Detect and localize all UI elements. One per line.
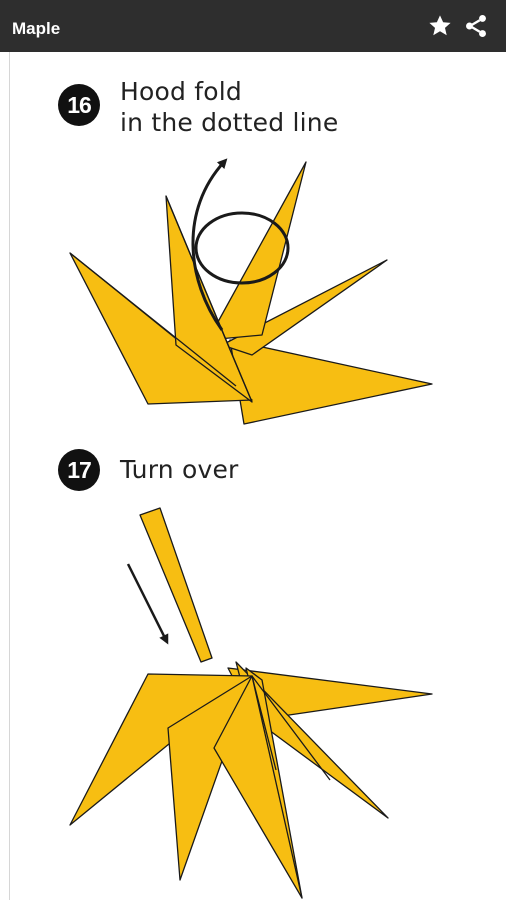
step-16-line1: Hood fold xyxy=(120,77,242,106)
paper-flap xyxy=(207,161,307,341)
step-17-line1: Turn over xyxy=(120,455,239,484)
app-bar: Maple xyxy=(0,0,506,52)
step-instruction-line1: Hood fold xyxy=(120,76,242,107)
star-icon xyxy=(429,15,451,36)
favorite-button[interactable] xyxy=(422,8,458,44)
paper-flap xyxy=(213,675,303,899)
paper-stem xyxy=(139,507,213,663)
step-17-figure xyxy=(69,507,433,899)
fold-arrow xyxy=(191,158,228,331)
step-instruction-line1: Turn over xyxy=(120,454,239,485)
share-button[interactable] xyxy=(458,8,494,44)
app-title: Maple xyxy=(12,19,61,38)
fold-line xyxy=(251,675,331,781)
share-icon xyxy=(466,14,486,38)
fold-line xyxy=(69,252,237,387)
step-number-badge: 16 xyxy=(58,84,100,126)
step-instruction-line2: in the dotted line xyxy=(120,107,338,138)
step-number-badge: 17 xyxy=(58,449,100,491)
hood-fold-circle xyxy=(194,211,290,285)
fold-line xyxy=(165,195,253,403)
step-16-figure xyxy=(69,158,433,425)
turn-over-arrow xyxy=(126,563,169,645)
content-border xyxy=(9,52,10,900)
step-16-line2: in the dotted line xyxy=(120,108,339,137)
paper-flap xyxy=(229,339,433,425)
